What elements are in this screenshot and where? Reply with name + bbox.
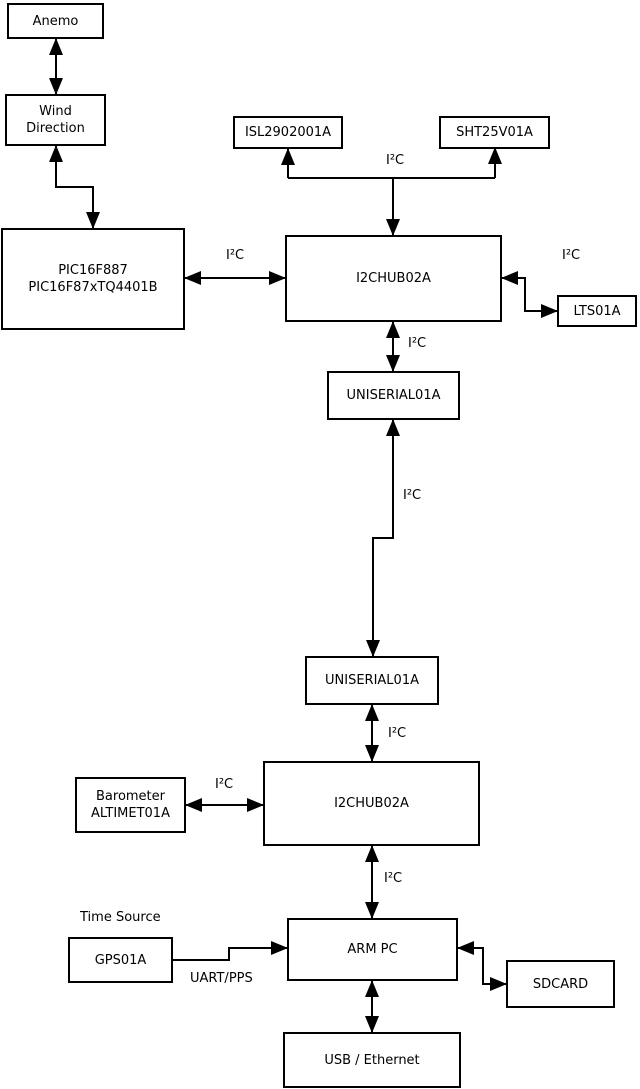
box-i2chub02a-2: I2CHUB02A [263,761,480,846]
label-i2c-pic-hub1: I²C [226,248,245,263]
box-wind-direction-label-line1: Wind [39,104,72,119]
label-i2c-uniserial-link: I²C [403,488,422,503]
box-pic16f887-label-line2: PIC16F87xTQ4401B [28,280,158,295]
box-arm-pc: ARM PC [287,918,458,981]
box-barometer-label-line2: ALTIMET01A [91,806,170,821]
label-i2c-uniserial2-hub2: I²C [388,726,407,741]
box-i2chub02a-2-label: I2CHUB02A [334,796,409,811]
box-lts01a: LTS01A [557,295,637,327]
connector-gps-armpc [173,941,288,961]
box-pic16f887: PIC16F887 PIC16F87xTQ4401B [1,228,185,330]
box-isl2902001a-label: ISL2902001A [244,125,332,140]
label-i2c-hub1-lts: I²C [562,248,581,263]
connector-hub1-lts [501,271,558,318]
label-i2c-top-bus: I²C [386,153,405,168]
box-uniserial01a-1: UNISERIAL01A [327,371,460,420]
label-i2c-hub2-armpc: I²C [384,871,403,886]
label-i2c-barometer-hub2: I²C [215,777,234,792]
box-i2chub02a-1: I2CHUB02A [285,235,502,322]
box-pic16f887-label-line1: PIC16F887 [58,263,128,278]
label-uart-pps: UART/PPS [190,971,253,986]
box-uniserial01a-2: UNISERIAL01A [305,656,439,705]
box-anemo-label: Anemo [32,13,79,29]
box-usb-ethernet: USB / Ethernet [283,1032,461,1088]
box-lts01a-label: LTS01A [573,303,621,319]
box-uniserial01a-1-label: UNISERIAL01A [346,388,441,403]
label-time-source: Time Source [80,910,161,925]
box-arm-pc-label: ARM PC [347,942,398,957]
box-barometer-label-line1: Barometer [96,789,165,804]
box-i2chub02a-1-label: I2CHUB02A [356,271,431,286]
box-barometer-altimet01a: Barometer ALTIMET01A [75,777,186,833]
box-sdcard: SDCARD [506,960,615,1008]
box-sdcard-label: SDCARD [532,976,589,992]
box-sht25v01a: SHT25V01A [439,116,550,149]
label-i2c-hub1-uniserial1: I²C [408,336,427,351]
box-usb-ethernet-label: USB / Ethernet [324,1052,420,1068]
connector-winddirection-pic [49,145,100,229]
connector-uniserial1-uniserial2 [366,419,400,657]
box-anemo: Anemo [7,3,104,39]
connector-armpc-sdcard [457,941,507,991]
box-sht25v01a-label: SHT25V01A [456,125,533,140]
box-gps01a: GPS01A [68,937,173,983]
box-isl2902001a: ISL2902001A [233,116,343,149]
box-wind-direction-label-line2: Direction [26,121,85,136]
box-gps01a-label: GPS01A [94,952,147,968]
box-wind-direction: Wind Direction [5,94,106,146]
box-uniserial01a-2-label: UNISERIAL01A [325,673,419,688]
